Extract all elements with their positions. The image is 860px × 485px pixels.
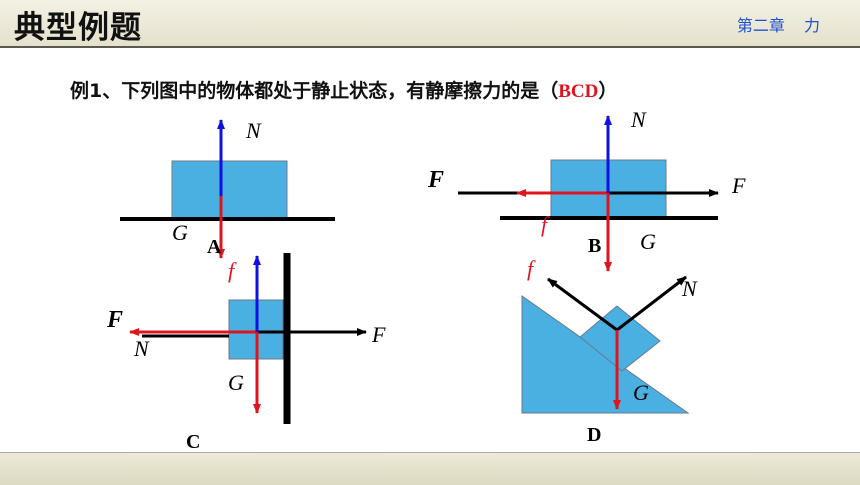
label-g-a: G [172,220,188,245]
normal-arrow-d [616,275,687,332]
answer-text: BCD [558,81,599,102]
label-c: C [186,431,200,453]
label-a: A [207,236,222,258]
label-f-left-c: F [106,307,123,333]
question-body: 例1、下列图中的物体都处于静止状态，有静摩擦力的是 [70,80,540,102]
footer-bar [0,452,860,485]
friction-arrow-d [547,277,618,332]
chapter-label: 第二章 力 [736,16,820,35]
label-fric-b: f [541,212,550,237]
label-n-d: N [681,276,698,301]
question-open-paren: （ [539,81,559,102]
diagram-a: N G A f [120,118,335,283]
diagram-c: F N F G C [106,253,386,453]
label-f-right-b: F [731,173,746,198]
label-g-d: G [633,380,649,405]
label-f-a: f [228,258,237,283]
block-a [171,160,288,219]
question-text: 例1、下列图中的物体都处于静止状态，有静摩擦力的是（BCD） [70,76,617,103]
label-d: D [587,424,601,446]
label-f-left-b: F [427,167,444,193]
label-n-b: N [630,107,647,132]
question-close-paren: ） [598,81,618,102]
header-bar: 典型例题 第二章 力 [0,0,860,48]
label-g-c: G [228,370,244,395]
label-f-right-c: F [371,322,386,347]
diagram-b: F F N f B G [427,107,746,272]
label-n-c: N [133,336,150,361]
label-g-b: G [640,229,656,254]
label-n-a: N [245,118,262,143]
label-f-d: f [527,256,536,281]
diagram-d: f N G D [521,256,698,446]
page-title: 典型例题 [14,10,142,46]
block-d [579,305,661,372]
label-b: B [588,235,601,257]
